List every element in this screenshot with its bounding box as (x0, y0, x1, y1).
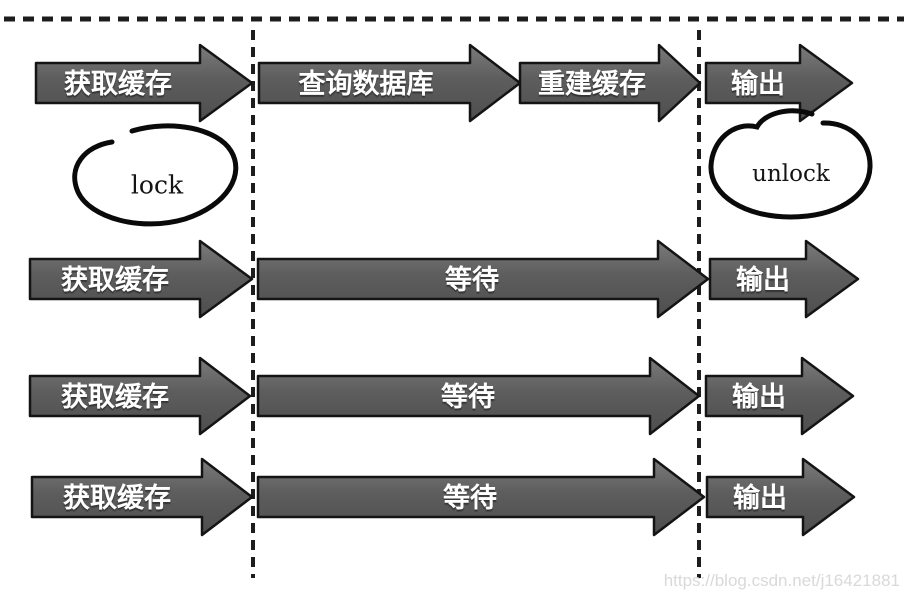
row1-get-cache-arrow: 获取缓存 (34, 43, 254, 123)
row4-wait-arrow: 等待 (256, 457, 706, 537)
row3-get-cache-label: 获取缓存 (61, 382, 169, 412)
arrow-shape (704, 356, 855, 436)
row3-get-cache-arrow: 获取缓存 (28, 356, 252, 436)
row1-output-arrow: 输出 (704, 43, 854, 123)
row3-output-arrow: 输出 (704, 356, 855, 436)
arrow-shape (34, 43, 254, 123)
arrow-shape (28, 356, 252, 436)
row2-output-label: 输出 (736, 264, 790, 295)
arrow-shape (704, 43, 854, 123)
row2-output-arrow: 输出 (708, 239, 860, 319)
lock-circle-icon (72, 123, 239, 227)
row3-wait-label: 等待 (441, 381, 495, 412)
arrow-shape (518, 43, 702, 123)
row1-rebuild-cache-label: 重建缓存 (538, 69, 646, 99)
arrow-shape (705, 457, 856, 537)
row2-wait-arrow: 等待 (256, 239, 710, 319)
row3-wait-arrow: 等待 (256, 356, 701, 436)
row4-wait-label: 等待 (443, 482, 497, 513)
row4-get-cache-arrow: 获取缓存 (30, 457, 254, 537)
row4-output-label: 输出 (733, 482, 787, 513)
row1-rebuild-cache-arrow: 重建缓存 (518, 43, 702, 123)
row2-get-cache-label: 获取缓存 (61, 265, 169, 295)
arrow-shape (708, 239, 860, 319)
arrow-shape (28, 239, 254, 319)
row1-output-label: 输出 (731, 68, 785, 99)
row1-query-db-arrow: 查询数据库 (257, 43, 522, 123)
row4-get-cache-label: 获取缓存 (63, 483, 171, 513)
arrow-shape (30, 457, 254, 537)
row1-get-cache-label: 获取缓存 (64, 69, 172, 99)
unlock-annotation: unlock (708, 108, 873, 220)
arrow-shape (256, 356, 701, 436)
row3-output-label: 输出 (732, 381, 786, 412)
row4-output-arrow: 输出 (705, 457, 856, 537)
row1-query-db-label: 查询数据库 (299, 69, 434, 99)
row2-wait-label: 等待 (445, 264, 499, 295)
unlock-label: unlock (752, 161, 831, 187)
arrow-shape (257, 43, 522, 123)
lock-label: lock (131, 171, 184, 200)
unlock-circle-icon (708, 108, 873, 220)
watermark-text: https://blog.csdn.net/j16421881 (664, 571, 900, 590)
arrow-shape (256, 457, 706, 537)
lock-annotation: lock (72, 123, 239, 227)
arrow-shape (256, 239, 710, 319)
row2-get-cache-arrow: 获取缓存 (28, 239, 254, 319)
